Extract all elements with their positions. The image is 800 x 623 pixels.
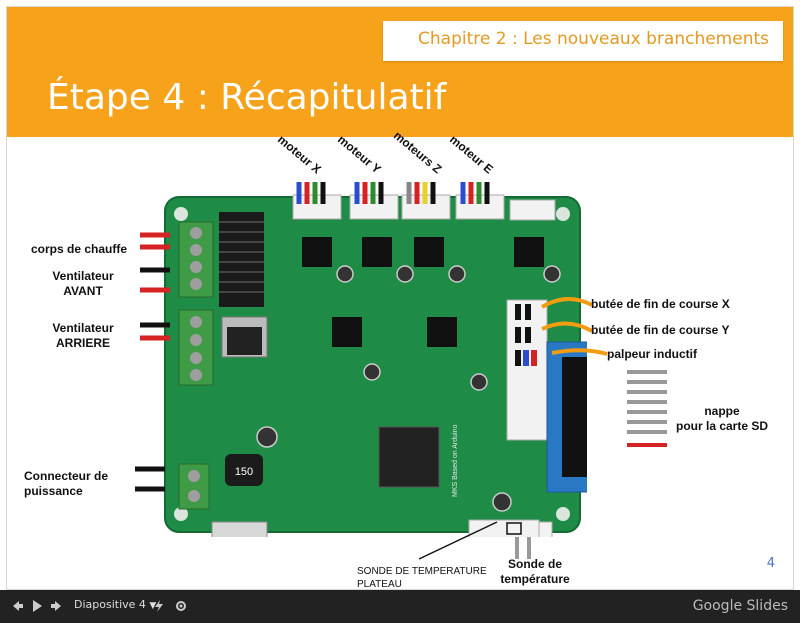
label-temp-sensor-1: Sonde de — [507, 557, 562, 571]
label-bed-sensor-1: SONDE DE TEMPERATURE — [357, 566, 487, 577]
label-heater: corps de chauffe — [31, 242, 128, 256]
chapter-title: Chapitre 2 : Les nouveaux branchements — [418, 29, 769, 49]
motor-label-x: moteur X — [275, 132, 324, 177]
slide-number: 4 — [766, 556, 775, 571]
previous-arrow-icon[interactable] — [10, 599, 24, 613]
slide: Chapitre 2 : Les nouveaux branchements É… — [6, 6, 794, 590]
lightning-icon[interactable] — [152, 599, 166, 613]
presentation-toolbar: Diapositive 4 ▼ Google Slides — [0, 590, 800, 623]
label-endstop-y: butée de fin de course Y — [591, 323, 730, 337]
label-temp-sensor-2: température — [500, 572, 570, 586]
brand-main: Google — [692, 598, 743, 614]
google-slides-logo[interactable]: Google Slides — [693, 598, 788, 614]
next-arrow-icon[interactable] — [50, 599, 64, 613]
mks-board-image: 150 MKS Based on Arduino — [164, 194, 587, 537]
slide-menu[interactable]: Diapositive 4 ▼ — [74, 598, 156, 611]
brand-sub: Slides — [746, 598, 788, 614]
label-power-2: puissance — [24, 484, 83, 498]
stepper-drivers — [302, 237, 544, 347]
motor-label-e: moteur E — [447, 132, 496, 177]
chapter-box: Chapitre 2 : Les nouveaux branchements — [383, 21, 783, 61]
endstop-wires — [515, 304, 537, 366]
label-probe: palpeur inductif — [607, 347, 697, 361]
inductor-label: 150 — [235, 466, 253, 478]
chevron-down-icon: ▼ — [149, 601, 157, 611]
label-fan-front-2: AVANT — [63, 284, 103, 298]
label-fan-back-2: ARRIERE — [55, 336, 110, 350]
board-silkscreen: MKS Based on Arduino — [452, 425, 459, 497]
label-endstop-x: butée de fin de course X — [591, 297, 730, 311]
label-fan-back-1: Ventilateur — [52, 321, 114, 335]
label-ribbon-2: pour la carte SD — [675, 419, 769, 433]
motor-label-y: moteur Y — [335, 132, 384, 177]
play-icon[interactable] — [30, 599, 44, 613]
label-ribbon-1: nappe — [704, 404, 740, 418]
slide-menu-label: Diapositive 4 — [74, 598, 146, 611]
label-power-1: Connecteur de — [24, 469, 109, 483]
label-fan-front-1: Ventilateur — [52, 269, 114, 283]
label-bed-sensor-2: PLATEAU — [357, 579, 402, 590]
gear-icon[interactable] — [174, 599, 188, 613]
slide-title: Étape 4 : Récapitulatif — [47, 77, 447, 118]
